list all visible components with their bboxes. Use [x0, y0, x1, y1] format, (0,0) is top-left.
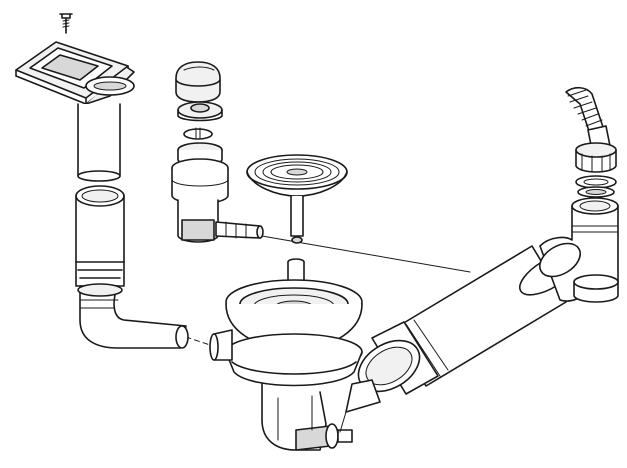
washer-icon: [177, 101, 223, 122]
strainer-icon: [246, 154, 348, 244]
pipe-icon: [339, 245, 579, 433]
hose-icon: [565, 86, 617, 198]
valve-housing-icon: [171, 127, 264, 243]
tee-fitting-icon: [539, 197, 619, 303]
elbow-pipe-icon: [77, 283, 189, 349]
screw-icon: [59, 13, 73, 34]
tube-icon: [77, 103, 121, 182]
waste-body-icon: [209, 279, 363, 451]
knob-icon: [175, 61, 221, 103]
tube-icon-lower: [75, 185, 125, 287]
overflow-frame-icon: [15, 41, 135, 105]
